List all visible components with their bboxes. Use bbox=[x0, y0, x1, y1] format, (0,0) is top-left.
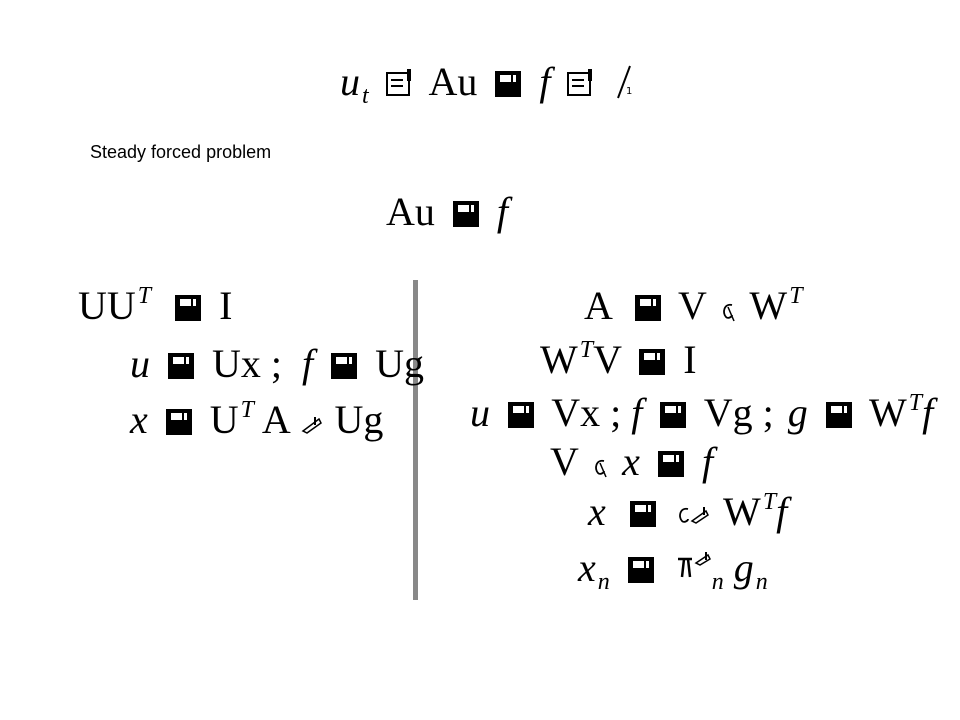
l3-x: x bbox=[130, 397, 148, 442]
r3-u: u bbox=[470, 390, 490, 435]
l2-f: f bbox=[302, 341, 314, 386]
equals-glyph-icon bbox=[452, 201, 479, 227]
r3-sup: T bbox=[908, 390, 923, 416]
r1-sup: T bbox=[789, 283, 803, 309]
r4-f: f bbox=[701, 439, 714, 484]
equals-glyph-icon bbox=[629, 501, 656, 527]
right-row-4: V x f bbox=[550, 442, 713, 486]
equals-glyph-icon bbox=[165, 409, 192, 435]
l3-u: U bbox=[209, 397, 239, 442]
left-row-1: UUT I bbox=[78, 283, 233, 328]
column-divider bbox=[413, 280, 418, 600]
subtitle: Steady forced problem bbox=[90, 142, 272, 162]
l2-ux: Ux ; bbox=[212, 341, 282, 386]
plus-glyph-icon bbox=[566, 69, 596, 97]
l2-ug: Ug bbox=[375, 341, 425, 386]
r6-g: g bbox=[733, 545, 754, 590]
equals-glyph-icon bbox=[168, 353, 194, 379]
r5-x: x bbox=[588, 489, 606, 534]
steady-au: Au bbox=[386, 189, 435, 234]
r5-w: W bbox=[723, 489, 761, 534]
r6-x: x bbox=[578, 545, 596, 590]
r3-f: f bbox=[631, 390, 643, 435]
l3-sup: T bbox=[240, 397, 255, 423]
plus-glyph-icon bbox=[385, 69, 415, 97]
top-equation: ut Au f 1 bbox=[340, 59, 638, 109]
equals-glyph-icon bbox=[627, 557, 654, 583]
l2-u: u bbox=[130, 341, 150, 386]
equals-glyph-icon bbox=[175, 295, 202, 321]
right-row-6: xn n gn bbox=[578, 545, 768, 595]
left-row-2: u Ux ; f Ug bbox=[130, 344, 424, 384]
l1-sup: T bbox=[137, 283, 152, 309]
left-row-3: x UT A Ug bbox=[130, 397, 384, 444]
r3-vx: Vx ; bbox=[551, 390, 622, 435]
svg-text:1: 1 bbox=[626, 86, 632, 97]
equals-glyph-icon bbox=[660, 402, 687, 428]
right-row-1: A V WT bbox=[584, 283, 803, 330]
r3-g: g bbox=[787, 390, 808, 435]
r2-v: V bbox=[593, 337, 622, 382]
lambda-n-inverse-glyph-icon bbox=[674, 551, 714, 592]
right-row-3: u Vx ; f Vg ; g WTf bbox=[470, 390, 934, 435]
lambda-glyph-icon bbox=[590, 446, 610, 486]
r4-x: x bbox=[622, 439, 640, 484]
r3-fend: f bbox=[922, 390, 934, 435]
fraction-glyph-icon: 1 bbox=[614, 64, 636, 107]
r1-a: A bbox=[584, 283, 611, 328]
right-row-2: WTV I bbox=[540, 337, 697, 382]
equals-glyph-icon bbox=[508, 402, 534, 428]
r2-sup: T bbox=[579, 337, 594, 363]
r2-i: I bbox=[683, 337, 697, 382]
eq-u: u bbox=[340, 59, 360, 104]
l1-i: I bbox=[219, 283, 233, 328]
l1-uu: UU bbox=[78, 283, 136, 328]
equals-glyph-icon bbox=[657, 451, 684, 477]
r3-w: W bbox=[868, 390, 907, 435]
r5-sup: T bbox=[762, 489, 777, 515]
r1-w: W bbox=[749, 283, 788, 328]
eq-au: Au bbox=[428, 59, 478, 104]
r2-w: W bbox=[540, 337, 578, 382]
equals-glyph-icon bbox=[825, 402, 852, 428]
l3-a: A bbox=[261, 397, 289, 442]
r5-f: f bbox=[776, 489, 788, 534]
r4-v: V bbox=[550, 439, 579, 484]
equals-glyph-icon bbox=[634, 295, 661, 321]
r1-v: V bbox=[677, 283, 707, 328]
equals-glyph-icon bbox=[495, 71, 522, 97]
steady-f: f bbox=[496, 189, 509, 234]
r6-n2: n bbox=[711, 569, 724, 595]
eq-f: f bbox=[539, 59, 551, 104]
inverse-glyph-icon bbox=[301, 404, 323, 444]
l3-ug: Ug bbox=[334, 397, 384, 442]
lambda-inverse-glyph-icon bbox=[676, 496, 712, 536]
r3-vg: Vg ; bbox=[703, 390, 774, 435]
equals-glyph-icon bbox=[331, 353, 358, 379]
right-row-5: x WTf bbox=[588, 489, 788, 536]
equals-glyph-icon bbox=[639, 349, 666, 375]
eq-t-subscript: t bbox=[362, 83, 369, 109]
steady-equation: Au f bbox=[386, 192, 508, 232]
r6-n: n bbox=[597, 569, 610, 595]
r6-gn: n bbox=[755, 569, 768, 595]
lambda-glyph-icon bbox=[718, 290, 738, 330]
